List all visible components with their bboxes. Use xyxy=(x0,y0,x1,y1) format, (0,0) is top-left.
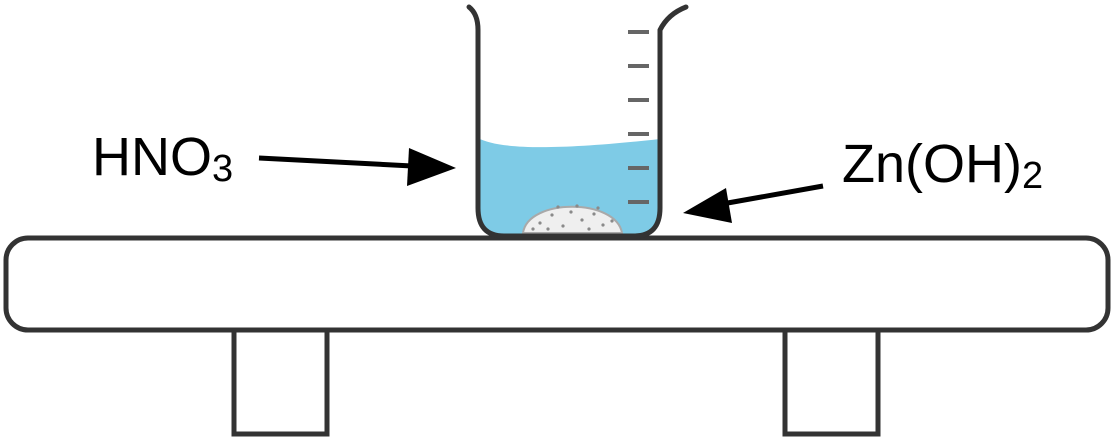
label-hno3-subscript: 3 xyxy=(212,148,233,190)
arrow-zn-oh-2 xyxy=(683,183,824,223)
label-hno3-main: HNO xyxy=(92,127,212,187)
table-leg-right xyxy=(782,326,881,437)
label-zn-oh-2: Zn(OH)2 xyxy=(842,134,1043,197)
table-leg-left xyxy=(231,326,330,437)
label-zn-oh-2-main: Zn(OH) xyxy=(842,134,1022,194)
arrow-hno3 xyxy=(258,148,456,186)
beaker-liquid xyxy=(478,138,660,234)
label-zn-oh-2-subscript: 2 xyxy=(1022,155,1043,197)
beaker-outline xyxy=(466,4,689,239)
beaker-graduations xyxy=(628,30,649,204)
table-top xyxy=(3,235,1111,333)
label-hno3: HNO3 xyxy=(92,127,233,190)
precipitate-particles xyxy=(531,204,614,231)
